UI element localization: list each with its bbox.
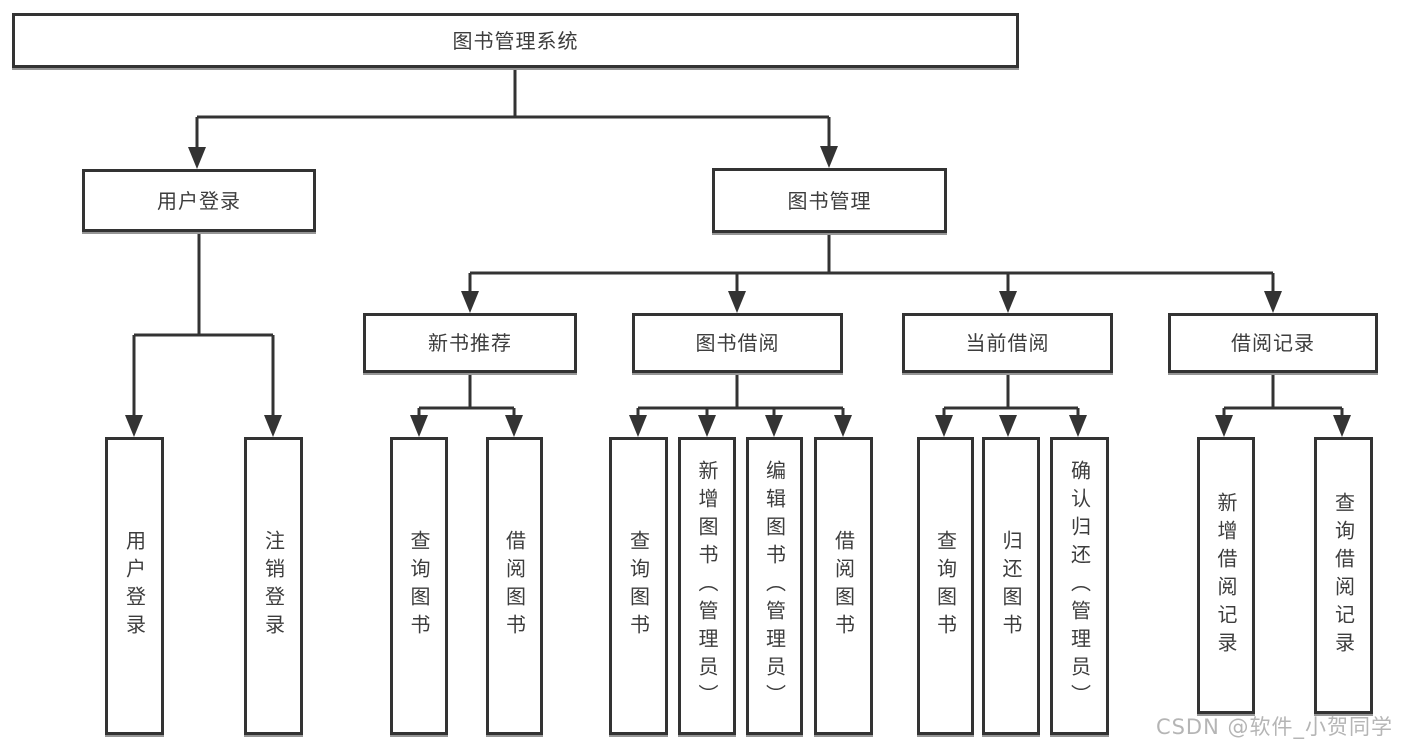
leaf-recommend-query-books: 查询图书 bbox=[390, 437, 448, 735]
arrowhead-icons bbox=[125, 146, 1351, 437]
leaf-edit-books-admin: 编辑图书（管理员） bbox=[746, 437, 803, 735]
watermark: CSDN @软件_小贺同学 bbox=[1155, 715, 1393, 739]
node-book-borrow: 图书借阅 bbox=[632, 313, 843, 373]
leaf-current-query-books: 查询图书 bbox=[917, 437, 974, 735]
leaf-logout-login: 注销登录 bbox=[244, 437, 303, 735]
leaf-user-login: 用户登录 bbox=[105, 437, 164, 735]
leaf-query-borrow-record: 查询借阅记录 bbox=[1314, 437, 1373, 714]
node-book-management: 图书管理 bbox=[712, 168, 947, 233]
node-borrow-records: 借阅记录 bbox=[1168, 313, 1378, 373]
leaf-borrow-books: 借阅图书 bbox=[814, 437, 873, 735]
node-current-borrow: 当前借阅 bbox=[902, 313, 1113, 373]
leaf-add-borrow-record: 新增借阅记录 bbox=[1197, 437, 1255, 714]
leaf-confirm-return-admin: 确认归还（管理员） bbox=[1050, 437, 1109, 735]
leaf-borrow-query-books: 查询图书 bbox=[609, 437, 668, 735]
leaf-recommend-borrow-books: 借阅图书 bbox=[486, 437, 543, 735]
leaf-add-books-admin: 新增图书（管理员） bbox=[678, 437, 736, 735]
node-new-book-recommend: 新书推荐 bbox=[363, 313, 577, 373]
node-user-login: 用户登录 bbox=[82, 169, 316, 232]
node-root-system: 图书管理系统 bbox=[12, 13, 1019, 68]
leaf-return-books: 归还图书 bbox=[982, 437, 1040, 735]
